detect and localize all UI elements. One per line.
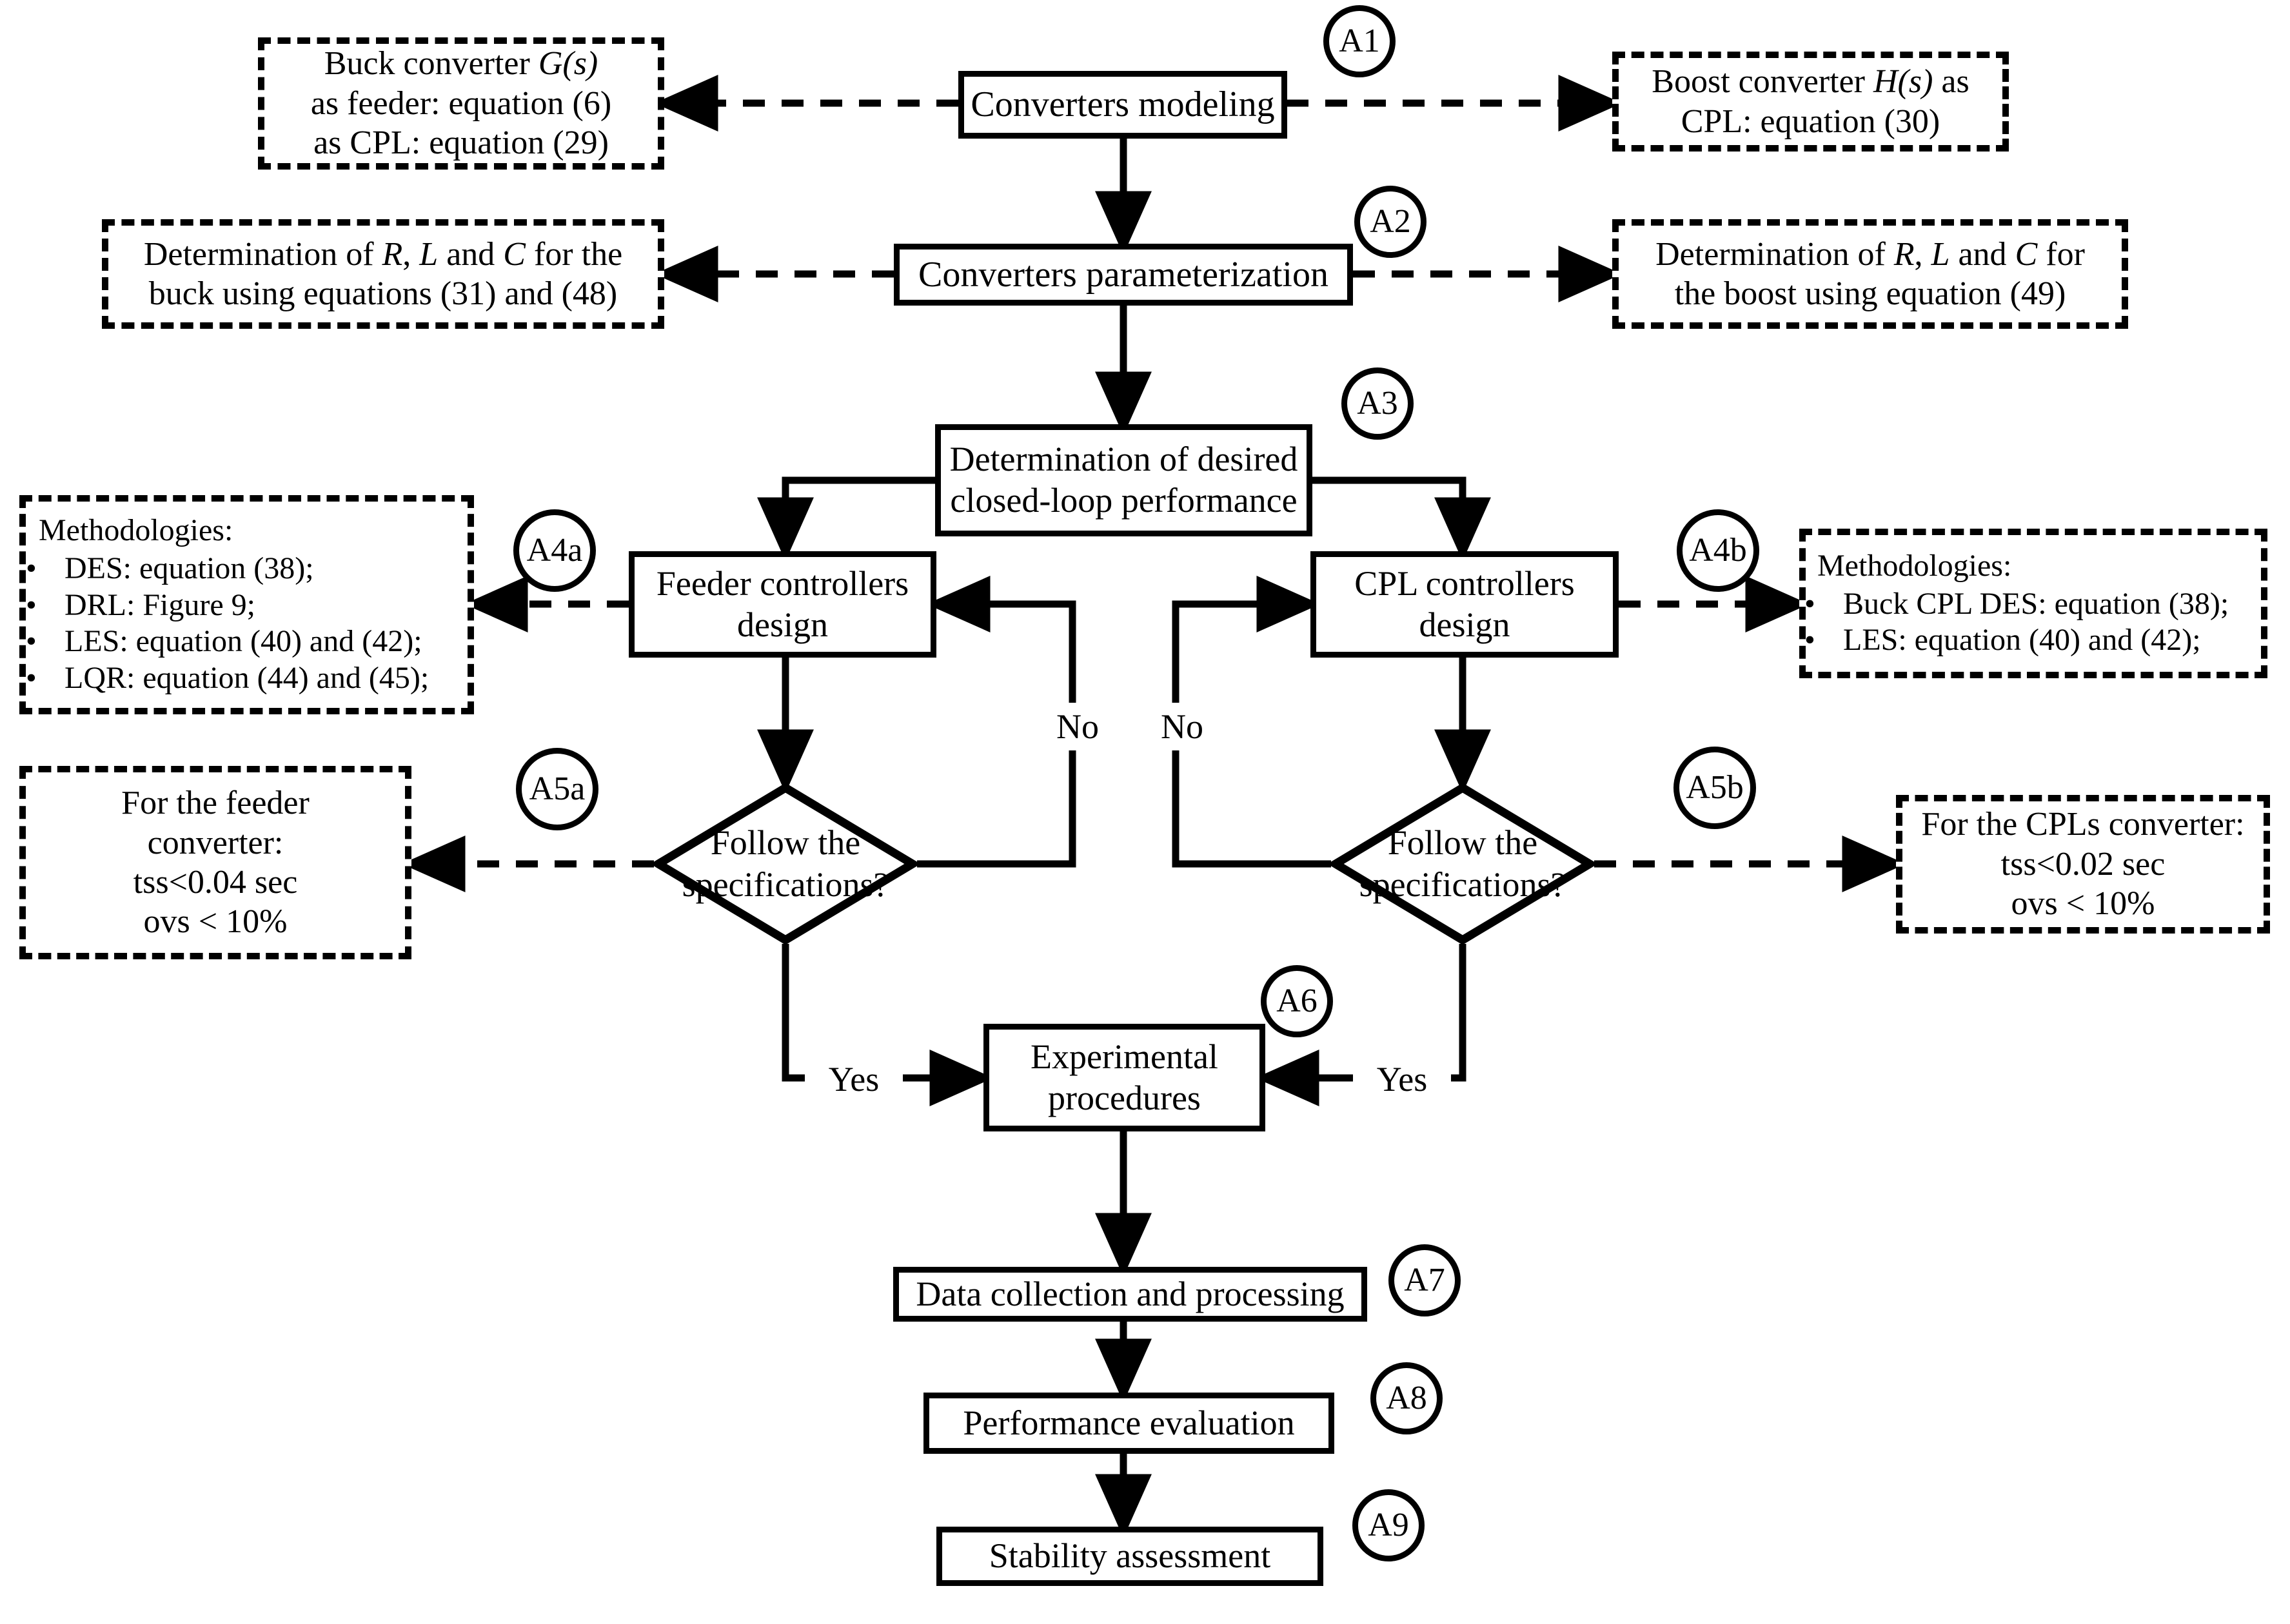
note-boost-parameterization-line2: the boost using equation (49) [1674, 275, 2066, 312]
step-tag-a1: A1 [1323, 5, 1396, 77]
note-cpl-specifications[interactable]: For the CPLs converter: tss<0.02 sec ovs… [1896, 795, 2270, 934]
note-boost-converter-model-line2: CPL: equation (30) [1681, 103, 1940, 140]
process-feeder-controllers-design[interactable]: Feeder controllers design [629, 551, 936, 658]
decision-feeder-line2: specifications? [682, 865, 889, 904]
note-feeder-methodologies-item-0: DES: equation (38); [64, 551, 457, 587]
step-tag-a1-label: A1 [1339, 23, 1380, 59]
process-cpl-controllers-design-line2: design [1419, 605, 1510, 644]
process-converters-modeling[interactable]: Converters modeling [958, 71, 1287, 139]
step-tag-a7-label: A7 [1404, 1262, 1445, 1298]
note-cpl-methodologies[interactable]: Methodologies: Buck CPL DES: equation (3… [1799, 529, 2267, 678]
note-cpl-methodologies-list: Methodologies: Buck CPL DES: equation (3… [1815, 548, 2252, 659]
edge-label-no-left: No [1038, 703, 1117, 750]
step-tag-a4b-label: A4b [1689, 532, 1747, 569]
step-tag-a5b: A5b [1673, 747, 1756, 829]
decision-cpl-text: Follow the specifications? [1331, 783, 1594, 944]
note-buck-parameterization[interactable]: Determination of R, L and C for the buck… [102, 219, 664, 329]
note-buck-converter-model[interactable]: Buck converter G(s) as feeder: equation … [258, 37, 664, 170]
edge-label-no-left-text: No [1056, 707, 1099, 746]
note-cpl-methodologies-item-0: Buck CPL DES: equation (38); [1843, 586, 2252, 623]
process-performance-evaluation[interactable]: Performance evaluation [923, 1393, 1334, 1454]
note-feeder-methodologies-list: Methodologies: DES: equation (38); DRL: … [36, 513, 457, 696]
decision-cpl-shape [1327, 783, 1598, 945]
note-buck-converter-model-line2: as feeder: equation (6) [310, 84, 612, 122]
note-buck-parameterization-line2: buck using equations (31) and (48) [148, 275, 618, 312]
step-tag-a5a-label: A5a [529, 770, 586, 807]
process-converters-parameterization-label: Converters parameterization [918, 254, 1328, 295]
decision-cpl-line2: specifications? [1359, 865, 1566, 904]
note-boost-parameterization-line1: Determination of R, L and C for [1655, 235, 2085, 273]
process-determination-closed-loop-performance-line1: Determination of desired [949, 440, 1298, 479]
note-feeder-specifications-line2: converter: [147, 824, 284, 861]
step-tag-a3-label: A3 [1357, 385, 1398, 422]
process-performance-evaluation-label: Performance evaluation [963, 1403, 1295, 1442]
note-cpl-specifications-line3: ovs < 10% [2011, 885, 2155, 923]
note-feeder-methodologies[interactable]: Methodologies: DES: equation (38); DRL: … [19, 495, 474, 714]
step-tag-a4b: A4b [1677, 509, 1759, 592]
edge-label-yes-left: Yes [805, 1055, 903, 1104]
note-cpl-specifications-line1: For the CPLs converter: [1921, 806, 2245, 843]
process-converters-modeling-label: Converters modeling [971, 84, 1275, 125]
note-cpl-specifications-line2: tss<0.02 sec [2000, 845, 2166, 883]
decision-cpl-follow-specifications[interactable]: Follow the specifications? [1327, 783, 1598, 945]
decision-feeder-shape [650, 783, 921, 945]
step-tag-a4a: A4a [513, 509, 596, 592]
process-determination-closed-loop-performance-line2: closed-loop performance [950, 481, 1298, 520]
note-boost-converter-model-line1: Boost converter H(s) as [1652, 63, 1969, 101]
decision-feeder-text: Follow the specifications? [654, 783, 917, 944]
process-determination-closed-loop-performance[interactable]: Determination of desired closed-loop per… [935, 424, 1312, 536]
step-tag-a9: A9 [1352, 1489, 1425, 1561]
note-feeder-methodologies-item-3: LQR: equation (44) and (45); [64, 660, 457, 697]
step-tag-a8-label: A8 [1386, 1380, 1427, 1416]
edge-label-yes-right-text: Yes [1376, 1060, 1428, 1099]
edge-label-yes-left-text: Yes [828, 1060, 880, 1099]
process-cpl-controllers-design-line1: CPL controllers [1354, 563, 1575, 603]
process-experimental-procedures-line1: Experimental [1031, 1037, 1218, 1076]
note-feeder-methodologies-item-2: LES: equation (40) and (42); [64, 623, 457, 660]
note-feeder-specifications-line4: ovs < 10% [143, 903, 288, 941]
process-feeder-controllers-design-line2: design [737, 605, 828, 644]
note-boost-parameterization[interactable]: Determination of R, L and C for the boos… [1612, 219, 2128, 329]
process-feeder-controllers-design-line1: Feeder controllers [656, 563, 909, 603]
edge-label-yes-right: Yes [1353, 1055, 1451, 1104]
process-cpl-controllers-design[interactable]: CPL controllers design [1310, 551, 1619, 658]
decision-feeder-line1: Follow the [710, 823, 861, 863]
note-feeder-methodologies-item-1: DRL: Figure 9; [64, 587, 457, 624]
step-tag-a8: A8 [1370, 1362, 1443, 1434]
note-buck-converter-model-line3: as CPL: equation (29) [313, 124, 609, 162]
edge-label-no-right-text: No [1161, 707, 1203, 746]
note-feeder-specifications-line3: tss<0.04 sec [133, 864, 298, 901]
step-tag-a5a: A5a [516, 748, 598, 830]
edge-label-no-right: No [1143, 703, 1221, 750]
note-boost-converter-model[interactable]: Boost converter H(s) as CPL: equation (3… [1612, 52, 2009, 152]
step-tag-a3: A3 [1341, 367, 1414, 440]
step-tag-a2: A2 [1354, 186, 1426, 258]
process-data-collection-and-processing-label: Data collection and processing [916, 1274, 1345, 1313]
note-feeder-specifications-line1: For the feeder [121, 785, 310, 822]
note-cpl-methodologies-header: Methodologies: [1817, 549, 2012, 583]
step-tag-a2-label: A2 [1370, 203, 1411, 240]
decision-cpl-line1: Follow the [1387, 823, 1538, 863]
process-converters-parameterization[interactable]: Converters parameterization [894, 244, 1353, 306]
step-tag-a6: A6 [1261, 965, 1333, 1037]
note-buck-parameterization-line1: Determination of R, L and C for the [143, 235, 623, 273]
process-stability-assessment-label: Stability assessment [989, 1536, 1271, 1576]
step-tag-a9-label: A9 [1368, 1507, 1409, 1543]
step-tag-a6-label: A6 [1276, 983, 1318, 1019]
step-tag-a5b-label: A5b [1686, 769, 1744, 806]
process-experimental-procedures-line2: procedures [1048, 1078, 1201, 1117]
note-cpl-methodologies-item-1: LES: equation (40) and (42); [1843, 622, 2252, 659]
decision-feeder-follow-specifications[interactable]: Follow the specifications? [650, 783, 921, 945]
note-feeder-methodologies-header: Methodologies: [39, 513, 233, 548]
process-stability-assessment[interactable]: Stability assessment [936, 1527, 1323, 1586]
step-tag-a4a-label: A4a [526, 532, 583, 569]
note-buck-converter-model-line1: Buck converter G(s) [324, 45, 598, 83]
step-tag-a7: A7 [1388, 1244, 1461, 1316]
process-data-collection-and-processing[interactable]: Data collection and processing [893, 1267, 1367, 1322]
note-feeder-specifications[interactable]: For the feeder converter: tss<0.04 sec o… [19, 766, 411, 959]
process-experimental-procedures[interactable]: Experimental procedures [983, 1024, 1265, 1131]
